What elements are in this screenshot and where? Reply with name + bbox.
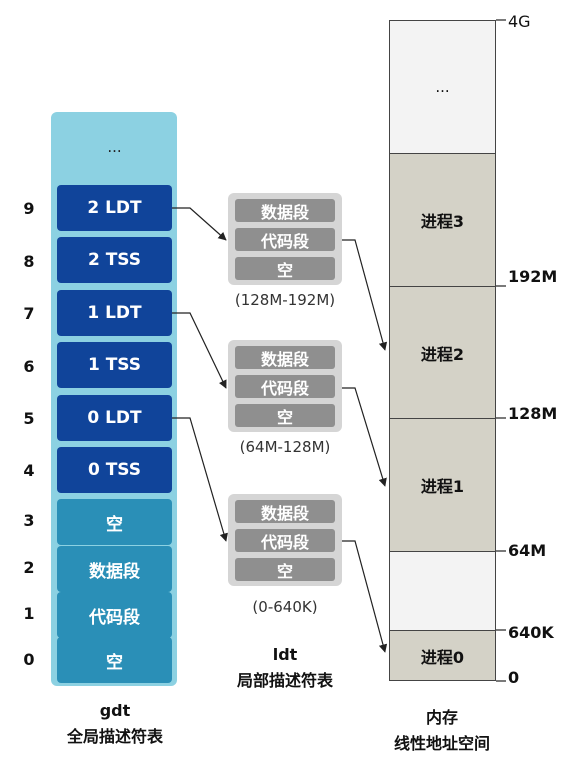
memory-process-2: 进程2 <box>389 286 496 419</box>
ldt-1-null: 空 <box>235 404 335 427</box>
gdt-index-6: 6 <box>23 357 35 376</box>
memory-caption-line2: 线性地址空间 <box>393 734 490 753</box>
gdt-entry-2: 数据段 <box>57 546 172 592</box>
gdt-index-2: 2 <box>23 558 35 577</box>
ldt-0-data-segment: 数据段 <box>235 500 335 523</box>
arrow-ldt0-to-process0 <box>342 540 388 653</box>
ldt-0-code-segment: 代码段 <box>235 529 335 552</box>
memory-label-192m: 192M <box>508 267 558 286</box>
ldt-2-null: 空 <box>235 257 335 280</box>
gdt-entry-6: 1 TSS <box>57 342 172 388</box>
gdt-index-8: 8 <box>23 252 35 271</box>
memory-caption: 内存 线性地址空间 <box>352 705 532 757</box>
gdt-entry-7: 1 LDT <box>57 290 172 336</box>
ldt-2-range: (128M-192M) <box>234 291 336 309</box>
ldt-1-code-segment: 代码段 <box>235 375 335 398</box>
gdt-entry-1: 代码段 <box>57 592 172 638</box>
gdt-index-3: 3 <box>23 511 35 530</box>
memory-process-3: 进程3 <box>389 153 496 287</box>
gdt-index-4: 4 <box>23 461 35 480</box>
memory-process-1: 进程1 <box>389 418 496 552</box>
gdt-index-1: 1 <box>23 604 35 623</box>
gdt-index-5: 5 <box>23 409 35 428</box>
ldt-0-null: 空 <box>235 558 335 581</box>
arrow-gdt9-to-ldt2 <box>172 207 227 241</box>
gdt-ellipsis: ... <box>107 138 122 156</box>
ldt-1-range: (64M-128M) <box>239 438 331 456</box>
memory-top-region: ... <box>389 20 496 154</box>
gdt-index-0: 0 <box>23 650 35 669</box>
gdt-caption-line1: gdt <box>99 701 131 720</box>
gdt-entry-5: 0 LDT <box>57 395 172 441</box>
ldt-2-code-segment: 代码段 <box>235 228 335 251</box>
gdt-entry-0: 空 <box>57 637 172 683</box>
arrow-gdt5-to-ldt0 <box>172 417 228 542</box>
memory-label-4g: 4G <box>508 12 531 31</box>
ldt-1-data-segment: 数据段 <box>235 346 335 369</box>
arrow-gdt7-to-ldt1 <box>172 312 227 389</box>
gdt-caption-line2: 全局描述符表 <box>66 727 163 746</box>
memory-label-640k: 640K <box>508 623 554 642</box>
ldt-0-range: (0-640K) <box>252 598 318 616</box>
ldt-2-data-segment: 数据段 <box>235 199 335 222</box>
gdt-caption: gdt 全局描述符表 <box>40 698 190 750</box>
ldt-caption-line1: ldt <box>272 645 298 664</box>
ldt-caption-line2: 局部描述符表 <box>236 671 333 690</box>
memory-caption-line1: 内存 <box>425 708 458 727</box>
gdt-entry-3: 空 <box>57 499 172 545</box>
memory-ellipsis: ... <box>435 78 450 96</box>
memory-label-64m: 64M <box>508 541 547 560</box>
memory-process-0: 进程0 <box>389 630 496 681</box>
memory-label-0: 0 <box>508 668 520 687</box>
ldt-caption: ldt 局部描述符表 <box>205 642 365 694</box>
arrow-ldt2-to-process3 <box>342 239 388 351</box>
gdt-index-7: 7 <box>23 304 35 323</box>
memory-free-region <box>389 551 496 631</box>
gdt-index-9: 9 <box>23 199 35 218</box>
gdt-entry-8: 2 TSS <box>57 237 172 283</box>
memory-label-128m: 128M <box>508 404 558 423</box>
arrow-ldt1-to-process2 <box>342 387 387 487</box>
gdt-entry-9: 2 LDT <box>57 185 172 231</box>
gdt-entry-4: 0 TSS <box>57 447 172 493</box>
